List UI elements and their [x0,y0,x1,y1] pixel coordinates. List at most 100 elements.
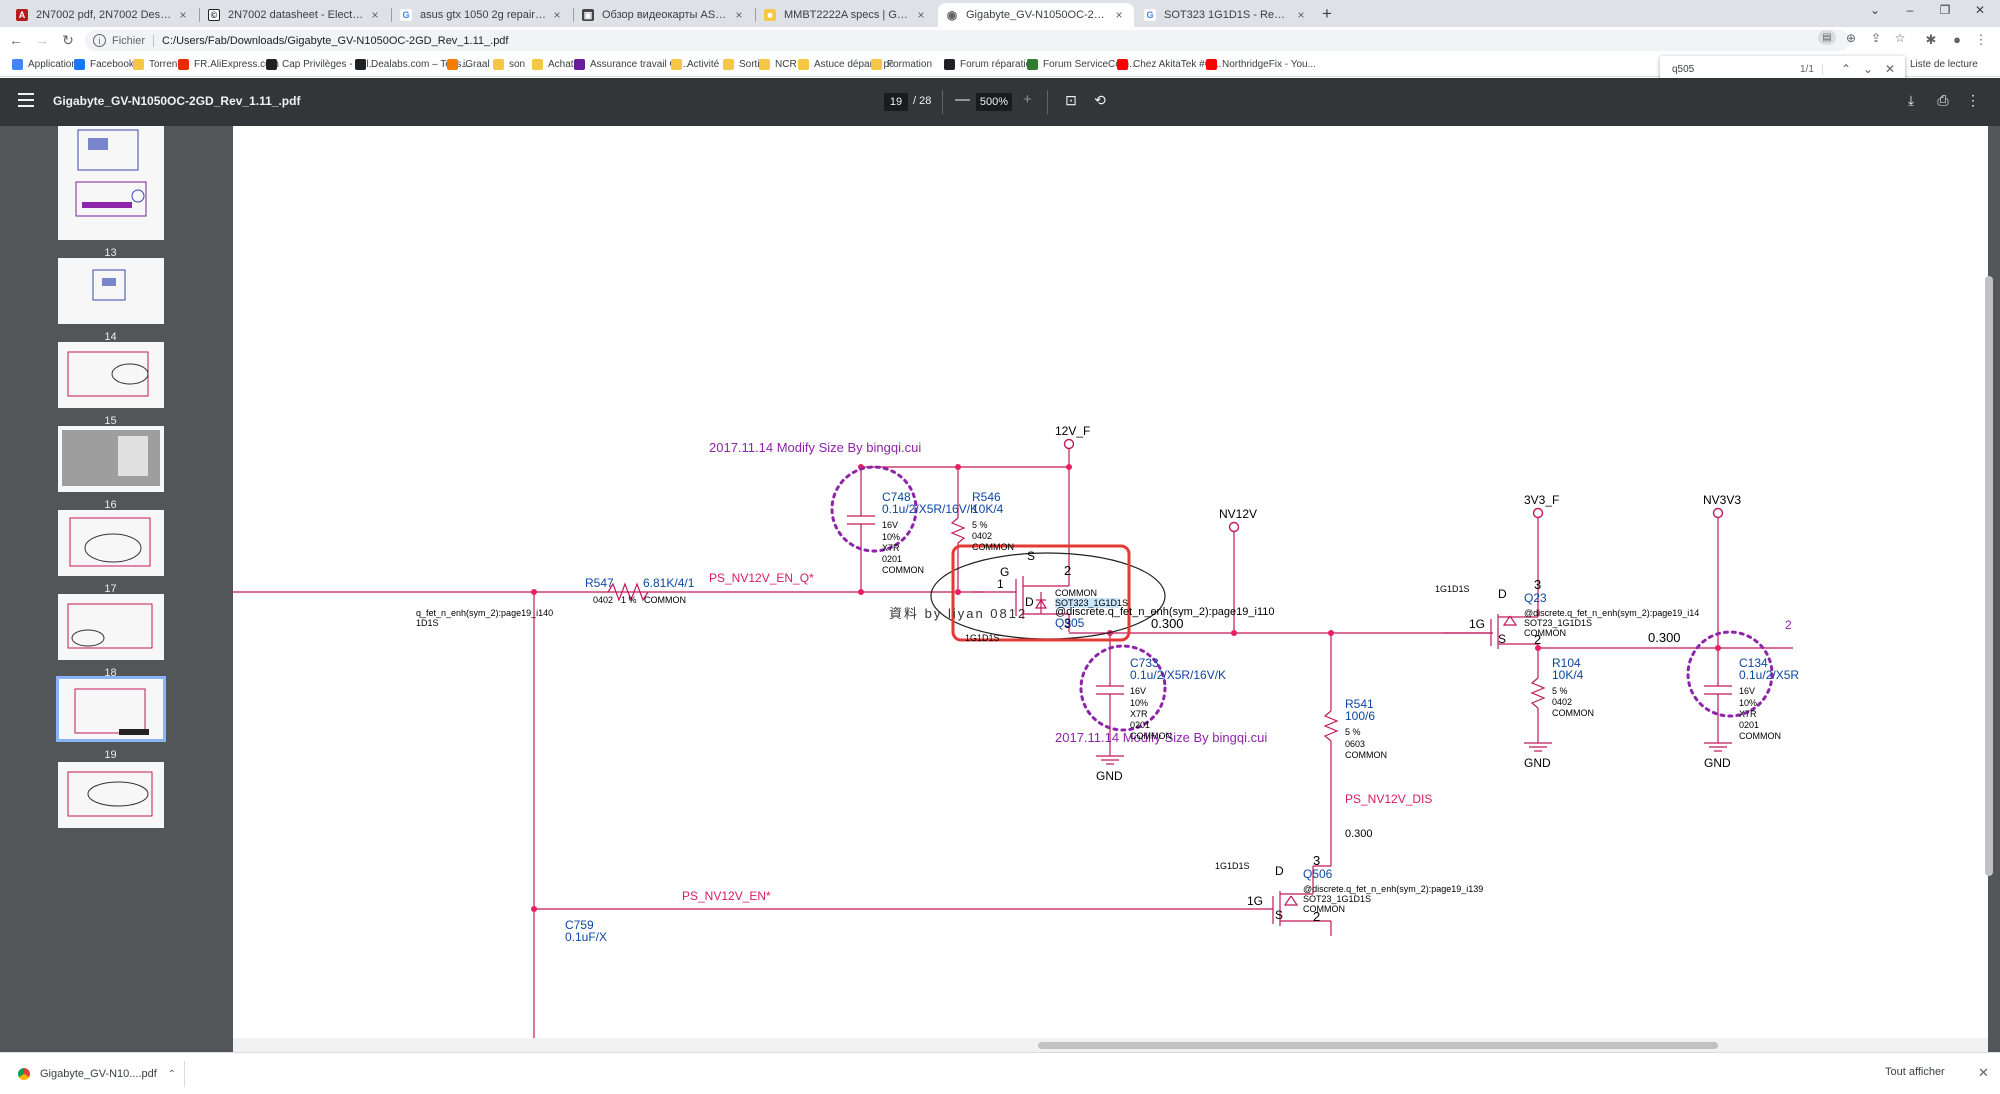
bookmark-item[interactable]: Dealabs.com – Tous... [355,59,470,70]
url-text[interactable]: C:/Users/Fab/Downloads/Gigabyte_GV-N1050… [162,34,509,47]
doc-icon[interactable]: ▤ [1818,30,1836,45]
offpage-ref-1: q_fet_n_enh(sym_2):page19_i140 [416,608,553,618]
tab-close-icon[interactable]: × [371,8,379,22]
bookmark-item[interactable]: Achat [532,59,574,70]
q505-pin2: 2 [1064,563,1071,578]
close-window-button[interactable]: ✕ [1974,3,1986,17]
zoom-in-button[interactable]: + [1023,91,1032,108]
bookmark-item[interactable]: Activité [671,59,719,70]
c748-ref: C748 [882,490,911,504]
reload-button[interactable]: ↻ [62,32,74,48]
tab-close-icon[interactable]: × [1297,8,1305,22]
q506-tag: COMMON [1303,904,1345,914]
print-icon[interactable]: ⎙ [1937,92,1949,108]
tab-2n7002-datasheet[interactable]: © 2N7002 datasheet - Electronic Co × [200,3,390,27]
tab-close-icon[interactable]: × [553,8,561,22]
tab-favicon-icon: A [16,9,28,21]
document-scroll-thumb[interactable] [1985,276,1993,876]
tab-2n7002-pdf[interactable]: A 2N7002 pdf, 2N7002 Description × [8,3,198,27]
page-thumbnail[interactable] [58,510,164,576]
bookmark-item[interactable]: Forum réparation [944,59,1037,70]
download-item[interactable]: Gigabyte_GV-N10....pdf ⌃ [10,1061,185,1087]
tab-sot323-search[interactable]: G SOT323 1G1D1S - Recherche Go × [1136,3,1316,27]
bookmark-item[interactable]: Chez AkitaTek #6 ... [1117,59,1221,70]
pdf-more-icon[interactable]: ⋮ [1966,92,1980,108]
bookmark-item[interactable]: Torrent [133,59,180,70]
bookmark-item[interactable]: FR.AliExpress.com [178,59,279,70]
page-number-input[interactable]: 19 [884,93,908,111]
show-all-downloads-button[interactable]: Tout afficher [1885,1066,1945,1078]
bookmark-item[interactable]: NCR [759,59,797,70]
tab-asus-review[interactable]: ▣ Обзор видеокарты ASUS GeFor × [574,3,754,27]
site-info-icon[interactable]: i [93,34,106,47]
more-icon[interactable]: ⋮ [1974,32,1988,47]
bookmark-label: son [509,59,526,70]
star-icon[interactable]: ☆ [1894,31,1906,45]
new-tab-button[interactable]: + [1322,4,1332,23]
bookmark-favicon-icon [574,59,585,70]
tab-favicon-icon: ▣ [582,9,594,21]
bookmark-item[interactable]: Sortie [723,59,765,70]
reading-list-button[interactable]: Liste de lecture [1910,59,1978,70]
tab-mmbt2222a-specs[interactable]: ■ MMBT2222A specs | GP BJT - Di × [756,3,936,27]
document-area[interactable]: 2017.11.14 Modify Size By bingqi.cui 201… [221,126,2000,1052]
find-next-icon[interactable]: ⌄ [1862,62,1874,76]
zoom-input[interactable]: 500% [976,93,1012,111]
tab-label: Gigabyte_GV-N1050OC-2GD_Re [966,9,1108,21]
bookmark-item[interactable]: Cap Privilèges - Bill... [266,59,377,70]
tab-asus-gtx-search[interactable]: G asus gtx 1050 2g repair - Recher × [392,3,572,27]
tab-close-icon[interactable]: × [735,8,743,22]
download-filename: Gigabyte_GV-N10....pdf [40,1068,157,1080]
r104-value: 10K/4 [1552,668,1584,682]
bookmark-item[interactable]: Applications [12,59,82,70]
bookmark-item[interactable]: Facebook [74,59,134,70]
bookmark-label: Facebook [90,59,134,70]
menu-icon[interactable] [18,93,34,107]
minimize-button[interactable]: – [1906,3,1914,17]
horizontal-scroll-thumb[interactable] [1038,1042,1718,1049]
page-thumbnail[interactable] [58,426,164,492]
address-bar[interactable]: i Fichier C:/Users/Fab/Downloads/Gigabyt… [85,30,1850,51]
zoom-out-button[interactable]: — [955,91,970,108]
bookmark-label: NCR [775,59,797,70]
forward-button[interactable]: → [35,32,49,48]
find-input[interactable]: q505 [1672,64,1695,75]
tab-gigabyte-pdf[interactable]: ◉ Gigabyte_GV-N1050OC-2GD_Re × [938,3,1134,27]
bookmark-item[interactable]: Assurance travail Gr... [574,59,688,70]
profile-icon[interactable]: ● [1953,32,1961,47]
tab-close-icon[interactable]: × [1115,8,1123,22]
bookmark-item[interactable]: Formation [871,59,932,70]
bookmark-label: Torrent [149,59,181,70]
share-icon[interactable]: ⇪ [1870,31,1882,45]
rotate-icon[interactable]: ⟲ [1094,92,1106,108]
close-download-bar-icon[interactable]: ✕ [1978,1065,1989,1080]
bookmark-item[interactable]: Forum ServiceCom... [1027,59,1137,70]
wires [233,444,1793,1038]
back-button[interactable]: ← [9,32,23,48]
page-thumbnail[interactable] [58,342,164,408]
restore-button[interactable]: ❐ [1939,3,1951,17]
tab-label: 2N7002 datasheet - Electronic Co [228,9,364,21]
bookmark-item[interactable]: son [493,59,525,70]
bookmark-item[interactable]: iGraal [447,59,490,70]
download-icon[interactable]: ⤓ [1907,92,1915,108]
page-thumbnail[interactable] [56,676,166,742]
find-close-icon[interactable]: ✕ [1884,62,1896,76]
page-thumbnail[interactable] [58,174,164,240]
page-thumbnail[interactable] [58,258,164,324]
tab-close-icon[interactable]: × [179,8,187,22]
r546-ref: R546 [972,490,1001,504]
extensions-icon[interactable]: ✱ [1925,32,1937,47]
tab-close-icon[interactable]: × [917,8,925,22]
horizontal-scrollbar[interactable] [233,1038,1988,1052]
find-previous-icon[interactable]: ⌃ [1840,62,1852,76]
page-thumbnail[interactable] [58,762,164,828]
chevron-up-icon[interactable]: ⌃ [167,1068,176,1080]
tab-search-icon[interactable]: ⌄ [1869,3,1881,17]
zoom-icon[interactable]: ⊕ [1845,31,1857,45]
bookmark-item[interactable]: Astuce dépane pc [798,59,894,70]
q506-pin-s: S [1275,908,1283,922]
page-thumbnail[interactable] [58,594,164,660]
bookmark-item[interactable]: NorthridgeFix - You... [1206,59,1316,70]
fit-page-icon[interactable]: ⊡ [1065,92,1077,108]
